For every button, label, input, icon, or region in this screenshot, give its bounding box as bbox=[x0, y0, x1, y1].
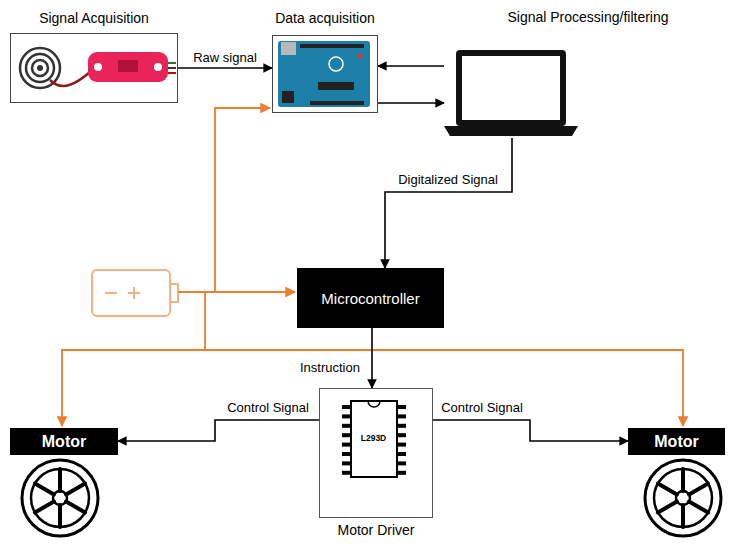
signal-arrow bbox=[378, 102, 444, 104]
arduino-board-illustration bbox=[318, 82, 354, 90]
wheel-illustration bbox=[658, 502, 677, 513]
arduino-board-illustration bbox=[278, 41, 370, 107]
emg-sensor-illustration bbox=[50, 72, 90, 86]
edge-label: Instruction bbox=[298, 360, 362, 376]
battery-illustration bbox=[133, 287, 135, 299]
signal-arrow bbox=[433, 420, 628, 441]
emg-sensor-illustration bbox=[168, 62, 176, 64]
wheel-illustration bbox=[689, 484, 708, 495]
power-wire bbox=[62, 292, 205, 426]
ic-chip-illustration bbox=[342, 400, 406, 478]
ic-chip-illustration bbox=[398, 443, 406, 447]
ic-chip-illustration bbox=[398, 461, 406, 465]
wheel-illustration bbox=[681, 505, 685, 527]
edge-label: Digitalized Signal bbox=[396, 172, 500, 188]
arduino-board-illustration bbox=[329, 57, 343, 71]
emg-sensor-illustration bbox=[32, 60, 48, 76]
arduino-board-illustration bbox=[281, 42, 296, 55]
laptop-node: Signal Processing/filtering bbox=[444, 48, 578, 138]
wheel-illustration bbox=[35, 502, 54, 513]
laptop-illustration bbox=[444, 126, 578, 136]
motor-driver-box: Motor DriverL293D bbox=[319, 388, 433, 518]
arduino-board-illustration bbox=[282, 91, 294, 103]
edge-label: Raw signal bbox=[191, 50, 259, 66]
wheel-illustration bbox=[658, 484, 677, 495]
emg-sensor-illustration bbox=[26, 54, 54, 82]
node-text: Motor bbox=[654, 433, 698, 450]
wheel-illustration bbox=[35, 484, 54, 495]
wheel-illustration bbox=[645, 460, 721, 536]
ic-chip-illustration bbox=[350, 400, 398, 478]
power-wire bbox=[62, 108, 683, 426]
emg-sensor-illustration bbox=[20, 48, 176, 88]
wheel-illustration bbox=[689, 502, 708, 513]
node-text: Signal Acquisition bbox=[39, 10, 149, 27]
ic-chip-illustration bbox=[398, 452, 406, 456]
ic-chip: L293D bbox=[350, 400, 398, 478]
motor-box: Motor bbox=[10, 428, 118, 455]
signal-acquisition-box: Signal Acquisition bbox=[10, 33, 178, 103]
battery-illustration bbox=[105, 292, 117, 294]
laptop-illustration bbox=[444, 50, 578, 136]
wheel-illustration bbox=[31, 469, 89, 527]
emg-sensor-illustration bbox=[168, 72, 176, 74]
node-text: Data acquisition bbox=[275, 10, 375, 27]
emg-sensor-illustration bbox=[118, 60, 138, 72]
edge-label: Control Signal bbox=[439, 400, 525, 416]
signal-arrow bbox=[371, 328, 373, 388]
edge-label: Control Signal bbox=[225, 400, 311, 416]
ic-chip-illustration bbox=[398, 405, 406, 409]
laptop-illustration bbox=[456, 50, 566, 126]
arduino-board-illustration bbox=[300, 44, 364, 48]
ic-chip-illustration bbox=[398, 433, 406, 437]
microcontroller-box: Microcontroller bbox=[297, 268, 444, 328]
arduino-board-illustration bbox=[278, 41, 370, 107]
power-wire bbox=[178, 291, 295, 293]
emg-sensor-illustration bbox=[168, 67, 176, 69]
node-text: Microcontroller bbox=[321, 290, 419, 307]
data-acquisition-box: Data acquisition bbox=[272, 35, 378, 113]
ic-chip-illustration bbox=[398, 414, 406, 418]
node-text: Motor bbox=[42, 433, 86, 450]
signal-arrow bbox=[178, 67, 272, 69]
ic-chip-illustration bbox=[398, 424, 406, 428]
power-wire bbox=[215, 108, 270, 292]
power-wire bbox=[205, 350, 683, 426]
ic-chip-illustration bbox=[398, 471, 406, 475]
signal-arrow bbox=[378, 65, 444, 67]
wheel-illustration bbox=[654, 469, 712, 527]
emg-sensor-illustration bbox=[94, 63, 102, 71]
laptop-illustration bbox=[462, 56, 560, 120]
arduino-board-illustration bbox=[310, 101, 364, 105]
wheel-illustration bbox=[58, 469, 62, 491]
node-text: Signal Processing/filtering bbox=[507, 9, 668, 26]
node-text: Motor Driver bbox=[337, 522, 414, 539]
emg-sensor-illustration bbox=[37, 65, 43, 71]
signal-arrow bbox=[118, 420, 319, 441]
node-text: L293D bbox=[361, 430, 387, 447]
wheel-illustration bbox=[681, 469, 685, 491]
wheel-illustration bbox=[66, 502, 85, 513]
wheel-illustration bbox=[58, 505, 62, 527]
emg-sensor-illustration bbox=[154, 63, 162, 71]
motor-box: Motor bbox=[628, 428, 725, 455]
wheel-illustration bbox=[66, 484, 85, 495]
signal-arrow bbox=[385, 138, 512, 268]
arduino-board-illustration bbox=[358, 54, 363, 59]
emg-sensor-illustration bbox=[88, 52, 168, 82]
ic-chip-illustration bbox=[368, 401, 380, 407]
battery-illustration bbox=[92, 270, 170, 316]
battery-illustration bbox=[92, 270, 178, 316]
battery-illustration bbox=[170, 284, 178, 302]
wheel-illustration bbox=[22, 460, 98, 536]
